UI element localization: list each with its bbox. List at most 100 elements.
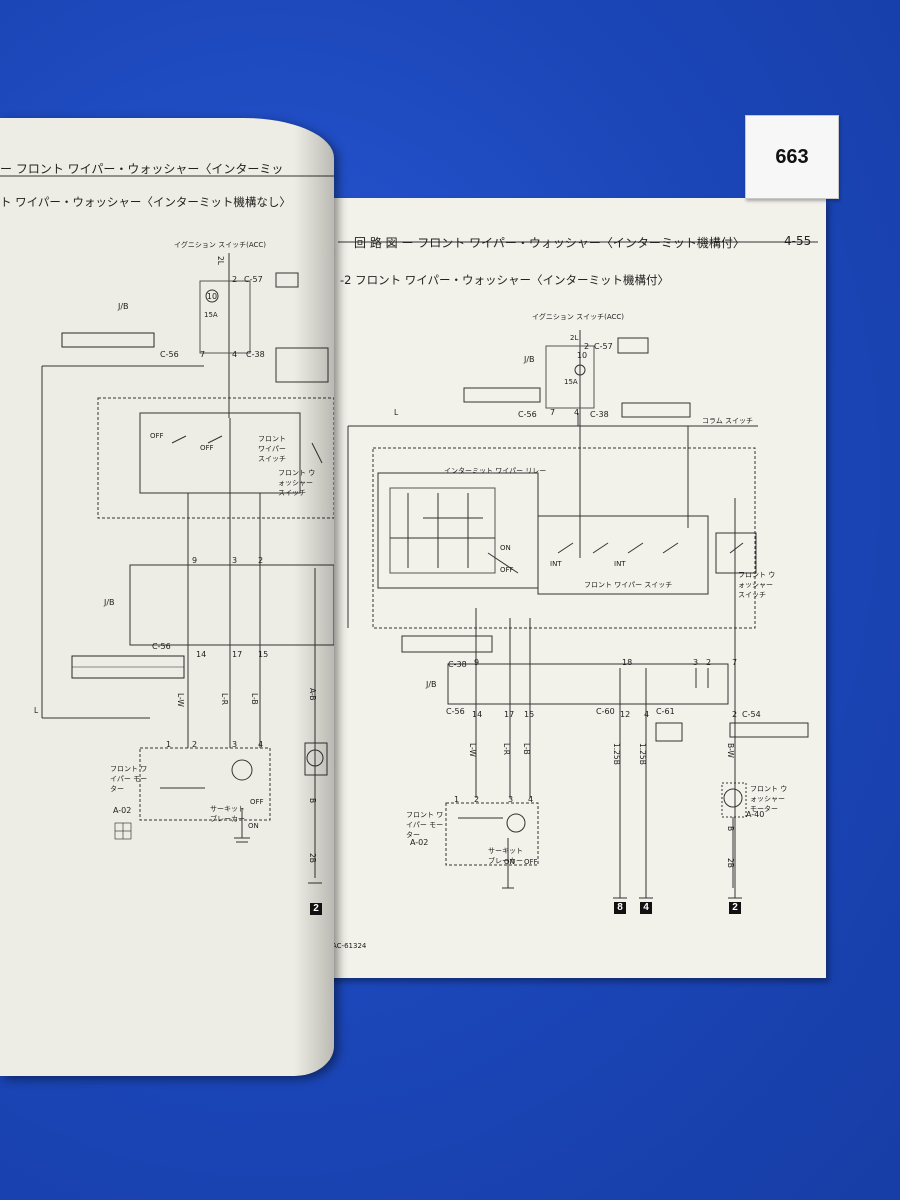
fuse-amp-label: 15A — [564, 378, 578, 386]
c38-pin-18: 18 — [622, 658, 633, 667]
left-circuit-breaker-label: サーキット ブレーカー — [210, 805, 245, 823]
right-wiring-diagram: 10 — [338, 241, 818, 899]
washer-switch-label: フロント ウォッシャー スイッチ — [738, 571, 776, 599]
jb-lower-label: J/B — [426, 680, 437, 689]
c56-pin-15: 15 — [524, 710, 535, 719]
relay-on-label: ON — [500, 544, 511, 552]
circuit-breaker-label: サーキット ブレーカー — [488, 847, 523, 865]
wire-lb: L-B — [522, 743, 531, 755]
left-low-pin-17: 17 — [232, 650, 243, 659]
right-page-header: 回 路 図 ー フロント ワイパー・ウォッシャー〈インターミット機構付〉 — [354, 236, 745, 250]
washer-motor-label: フロント ウォッシャー モーター — [750, 785, 788, 813]
c56-pin-17: 17 — [504, 710, 515, 719]
motor-pin-1: 1 — [454, 795, 460, 804]
right-page: 10 回 路 図 ー フロント ワイパー・ウォッシャー〈インターミット機構付〉 … — [318, 198, 826, 978]
c60-pin-12: 12 — [620, 710, 631, 719]
ground-8-marker: 8 — [614, 902, 626, 914]
svg-text:10: 10 — [577, 351, 587, 360]
wire-lw: L-W — [468, 743, 477, 757]
relay-off-label: OFF — [500, 566, 514, 574]
left-low-pin-15: 15 — [258, 650, 269, 659]
left-wiring-diagram: 10 — [0, 175, 334, 884]
left-motor-pin-2: 2 — [192, 740, 198, 749]
ground-4-marker: 4 — [640, 902, 652, 914]
left-ignition-switch-label: イグニション スイッチ(ACC) — [174, 241, 266, 249]
svg-text:10: 10 — [207, 292, 217, 301]
left-connector-c38: C-38 — [246, 350, 265, 359]
c56-pin-14: 14 — [472, 710, 483, 719]
left-pin-4: 4 — [232, 350, 238, 359]
left-pin-7: 7 — [200, 350, 206, 359]
left-mid-pin-3: 3 — [232, 556, 238, 565]
c38-pin-3: 3 — [693, 658, 699, 667]
left-page: 10 ー フロント ワイパー・ウォッシャー〈インターミッ ト ワイパー・ウォッシ… — [0, 118, 334, 1076]
left-motor-pin-1: 1 — [166, 740, 172, 749]
wire-2b: 2B — [726, 858, 735, 868]
left-mid-pin-9: 9 — [192, 556, 198, 565]
wire-125b-1: 1.25B — [612, 743, 621, 765]
left-wire-lr: L-R — [220, 693, 229, 705]
left-wiper-motor-label: フロント ワイパー モーター — [110, 765, 148, 793]
relay-label: インターミット ワイパー リレー — [444, 467, 547, 475]
listing-number-tag: 663 — [745, 115, 839, 199]
left-off-label-1: OFF — [150, 432, 164, 440]
connector-a02: A-02 — [410, 838, 429, 847]
pin-2-label: 2 — [584, 342, 590, 351]
left-wire-lw: L-W — [176, 693, 185, 707]
page-number: 4-55 — [784, 234, 812, 248]
right-page-subtitle: -2 フロント ワイパー・ウォッシャー〈インターミット機構付〉 — [340, 273, 670, 287]
breaker-on-label: ON — [504, 858, 515, 866]
left-motor-pin-3: 3 — [232, 740, 238, 749]
pin-4-label: 4 — [574, 408, 580, 417]
motor-pin-2: 2 — [474, 795, 480, 804]
connector-c56: C-56 — [518, 410, 537, 419]
page-footer-code: AC-61324 — [332, 942, 367, 950]
connector-c54: C-54 — [742, 710, 761, 719]
left-wire-b: B — [308, 798, 317, 804]
c38-pin-2: 2 — [706, 658, 712, 667]
ground-2-marker: 2 — [729, 902, 741, 914]
wiper-motor-label: フロント ワイパー モーター — [406, 811, 444, 839]
connector-c56-lower: C-56 — [446, 707, 465, 716]
left-fuse-amp: 15A — [204, 311, 218, 319]
left-mid-pin-2: 2 — [258, 556, 264, 565]
motor-pin-4: 4 — [528, 795, 534, 804]
wiper-switch-label: フロント ワイパー スイッチ — [584, 581, 673, 589]
left-jb2-label: J/B — [104, 598, 115, 607]
left-off-label-2: OFF — [200, 444, 214, 452]
connector-a40: A-40 — [746, 810, 765, 819]
wire-125b-2: 1.25B — [638, 743, 647, 765]
wire-2l-label: 2L — [570, 334, 579, 342]
column-switch-label: コラム スイッチ — [702, 417, 754, 425]
wire-b: B — [726, 826, 735, 832]
left-wire-l: L — [34, 706, 39, 715]
int-label-1: INT — [550, 560, 562, 568]
left-wire-ab: A-B — [308, 688, 317, 701]
connector-c60: C-60 — [596, 707, 615, 716]
page-gutter-shadow — [294, 118, 334, 1076]
connector-c38: C-38 — [590, 410, 609, 419]
c38-pin-9: 9 — [474, 658, 480, 667]
left-low-pin-14: 14 — [196, 650, 207, 659]
left-wire-lb: L-B — [250, 693, 259, 705]
connector-c61: C-61 — [656, 707, 675, 716]
left-connector-c56b: C-56 — [152, 642, 171, 651]
wire-bw: B-W — [726, 743, 735, 758]
breaker-off-label: OFF — [524, 858, 538, 866]
left-page-subtitle: ト ワイパー・ウォッシャー〈インターミット機構なし〉 — [0, 195, 291, 209]
left-ground-2-marker: 2 — [310, 903, 322, 915]
left-motor-pin-4: 4 — [258, 740, 264, 749]
ignition-switch-label: イグニション スイッチ(ACC) — [532, 313, 624, 321]
connector-c38-lower: C-38 — [448, 660, 467, 669]
c38-pin-7: 7 — [732, 658, 738, 667]
motor-pin-3: 3 — [508, 795, 514, 804]
left-wiper-switch-label: フロント ワイパー スイッチ — [258, 435, 286, 463]
left-connector-c57: C-57 — [244, 275, 263, 284]
int-label-2: INT — [614, 560, 626, 568]
left-wire-2b: 2B — [308, 853, 317, 863]
left-breaker-on-label: ON — [248, 822, 259, 830]
c54-pin-2: 2 — [732, 710, 738, 719]
left-breaker-off-label: OFF — [250, 798, 264, 806]
left-washer-switch-label: フロント ウォッシャー スイッチ — [278, 469, 316, 497]
left-connector-a02: A-02 — [113, 806, 132, 815]
